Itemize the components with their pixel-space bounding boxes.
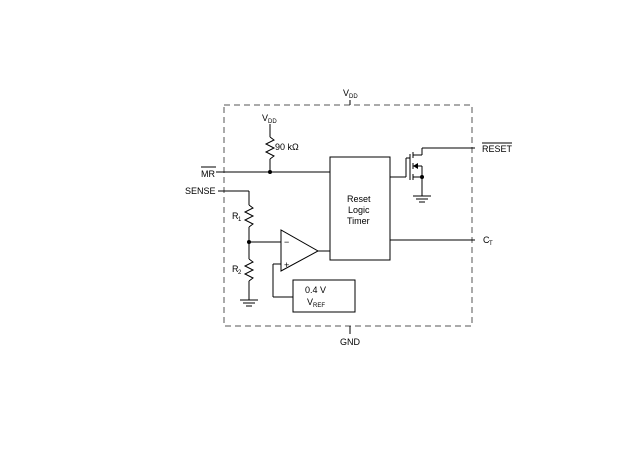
svg-text:T: T (489, 241, 493, 247)
svg-text:MR: MR (201, 169, 215, 179)
svg-text:DD: DD (349, 94, 358, 100)
vref-value: 0.4 V (305, 285, 326, 295)
block-label-timer: Timer (347, 216, 370, 226)
ground-symbol-r2 (240, 299, 258, 307)
vdd-pin-label: V DD (343, 88, 358, 100)
svg-text:V: V (343, 88, 349, 98)
mr-pin-label: MR (201, 166, 216, 179)
ground-symbol-mosfet (413, 195, 431, 203)
r2-resistor (243, 258, 255, 282)
svg-text:V: V (307, 297, 313, 307)
comparator (280, 229, 320, 272)
svg-text:RESET: RESET (482, 144, 513, 154)
nmos-transistor (406, 147, 475, 196)
r1-label: R 1 (232, 211, 242, 223)
comparator-minus-label: − (284, 237, 289, 247)
reset-logic-timer-block (329, 156, 391, 261)
svg-text:R: R (232, 211, 239, 221)
svg-text:R: R (232, 264, 239, 274)
sense-pin-label: SENSE (185, 186, 216, 196)
block-label-reset: Reset (347, 194, 371, 204)
svg-text:1: 1 (238, 217, 242, 223)
vref-box (292, 279, 356, 313)
vdd-pullup-label: V DD (262, 113, 277, 125)
r1-resistor (243, 204, 255, 228)
package-boundary (223, 104, 473, 327)
ct-pin-label: C T (483, 235, 493, 247)
block-label-logic: Logic (348, 205, 370, 215)
pullup-resistor-value: 90 kΩ (275, 142, 299, 152)
comparator-plus-label: + (284, 260, 289, 270)
vref-label: V REF (307, 297, 325, 309)
reset-pin-label: RESET (482, 142, 513, 154)
gnd-pin-label: GND (340, 337, 361, 347)
r2-label: R 2 (232, 264, 242, 276)
svg-text:REF: REF (313, 303, 325, 309)
svg-text:V: V (262, 113, 268, 123)
svg-text:2: 2 (238, 270, 242, 276)
svg-text:DD: DD (268, 119, 277, 125)
pullup-resistor (264, 136, 276, 160)
svg-text:C: C (483, 235, 490, 245)
